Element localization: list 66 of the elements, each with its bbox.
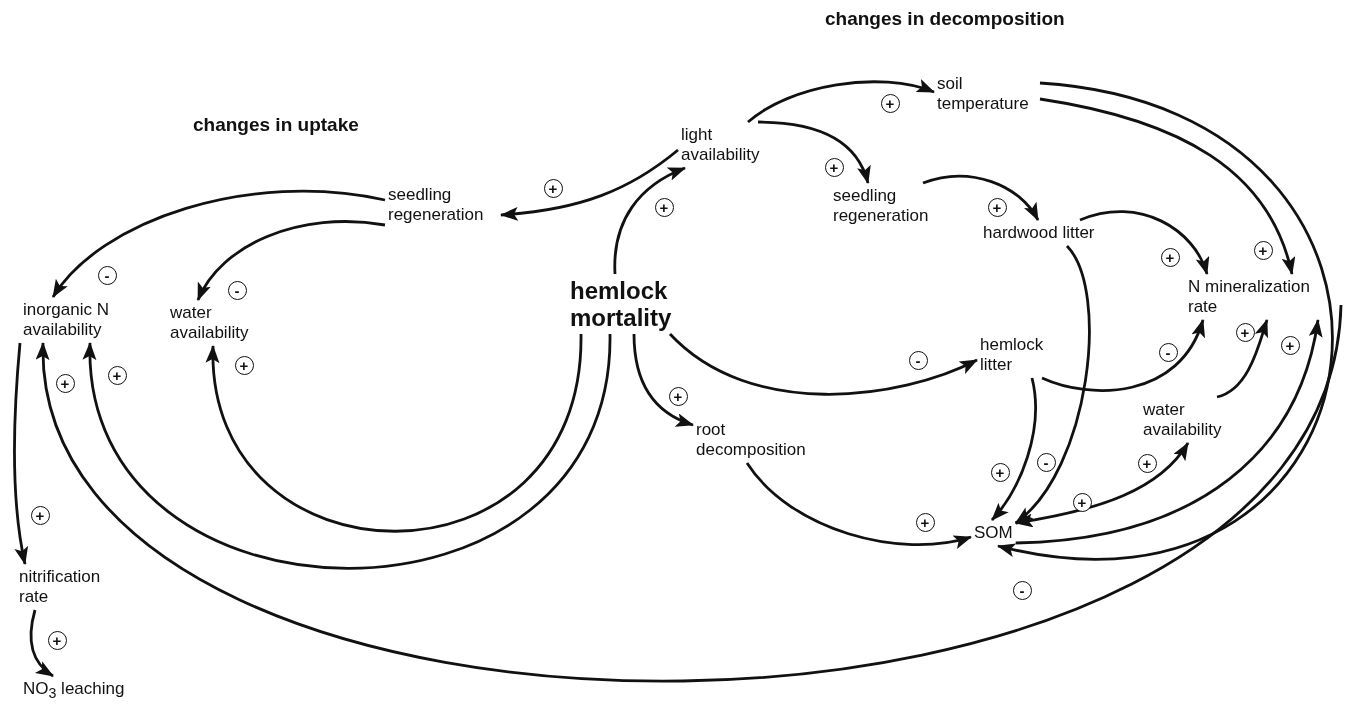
arrow (922, 174, 1040, 221)
edge-label: + (543, 178, 563, 198)
variable-label: NO$_{3}$ leaching (23, 679, 125, 704)
arrow (632, 333, 694, 427)
edge-label: + (1280, 335, 1300, 355)
variable-label: hemlock mortality (570, 277, 695, 331)
arrow (1014, 245, 1091, 525)
variable-label: nitrification rate (19, 567, 119, 607)
section-heading: changes in uptake (193, 114, 359, 136)
edge-label: - (97, 265, 117, 285)
edge-label: + (107, 365, 127, 385)
arrow (500, 148, 679, 221)
polarity-sign: + (1072, 492, 1092, 512)
edge-label: - (1158, 342, 1178, 362)
arrow (1014, 442, 1190, 528)
variable-label: SOM (974, 523, 1013, 543)
edge-label: + (1137, 453, 1157, 473)
variable-label: N mineralization rate (1188, 277, 1338, 317)
arrow (39, 304, 1343, 682)
variable-label: hardwood litter (983, 223, 1095, 243)
variable-label: water availability (170, 303, 270, 343)
edge-label: + (47, 630, 67, 650)
edge-label: + (987, 197, 1007, 217)
arrow (997, 81, 1333, 561)
arrow (669, 332, 978, 396)
variable-label: root decomposition (696, 420, 831, 460)
edge-label: + (30, 505, 50, 525)
edge-label: + (1253, 240, 1273, 260)
variable-label: seedling regeneration (833, 186, 943, 226)
arrow (613, 166, 686, 274)
edge-label: + (824, 157, 844, 177)
edge-label: + (55, 373, 75, 393)
variable-label: seedling regeneration (388, 185, 498, 225)
variable-label: light availability (681, 125, 786, 165)
edge-label: + (234, 355, 254, 375)
variable-label: hemlock litter (980, 335, 1055, 375)
arrow (196, 220, 386, 301)
edge-label: + (1160, 247, 1180, 267)
arrow (1216, 319, 1269, 399)
edge-label: + (668, 386, 688, 406)
arrow (1015, 319, 1322, 545)
arrow (51, 190, 386, 298)
arrow (1079, 210, 1209, 275)
arrow (1039, 97, 1295, 275)
arrow (207, 333, 583, 533)
arrow (990, 377, 1037, 521)
edge-label: + (654, 197, 674, 217)
edge-label: - (227, 280, 247, 300)
arrow (745, 462, 972, 548)
edge-label: - (1012, 580, 1032, 600)
edge-label: - (1036, 452, 1056, 472)
edge-label: + (880, 93, 900, 113)
edge-label: - (908, 350, 928, 370)
arrow (29, 609, 54, 678)
arrow (1041, 319, 1205, 392)
variable-label: water availability (1143, 400, 1248, 440)
arrow (757, 120, 870, 184)
arrow (13, 342, 29, 565)
arrow (747, 80, 935, 124)
arrow (85, 333, 612, 570)
variable-label: inorganic N availability (23, 300, 138, 340)
section-heading: changes in decomposition (825, 8, 1065, 30)
edge-label: + (915, 512, 935, 532)
edge-label: + (990, 462, 1010, 482)
edge-label: + (1235, 322, 1255, 342)
variable-label: soil temperature (937, 74, 1037, 114)
